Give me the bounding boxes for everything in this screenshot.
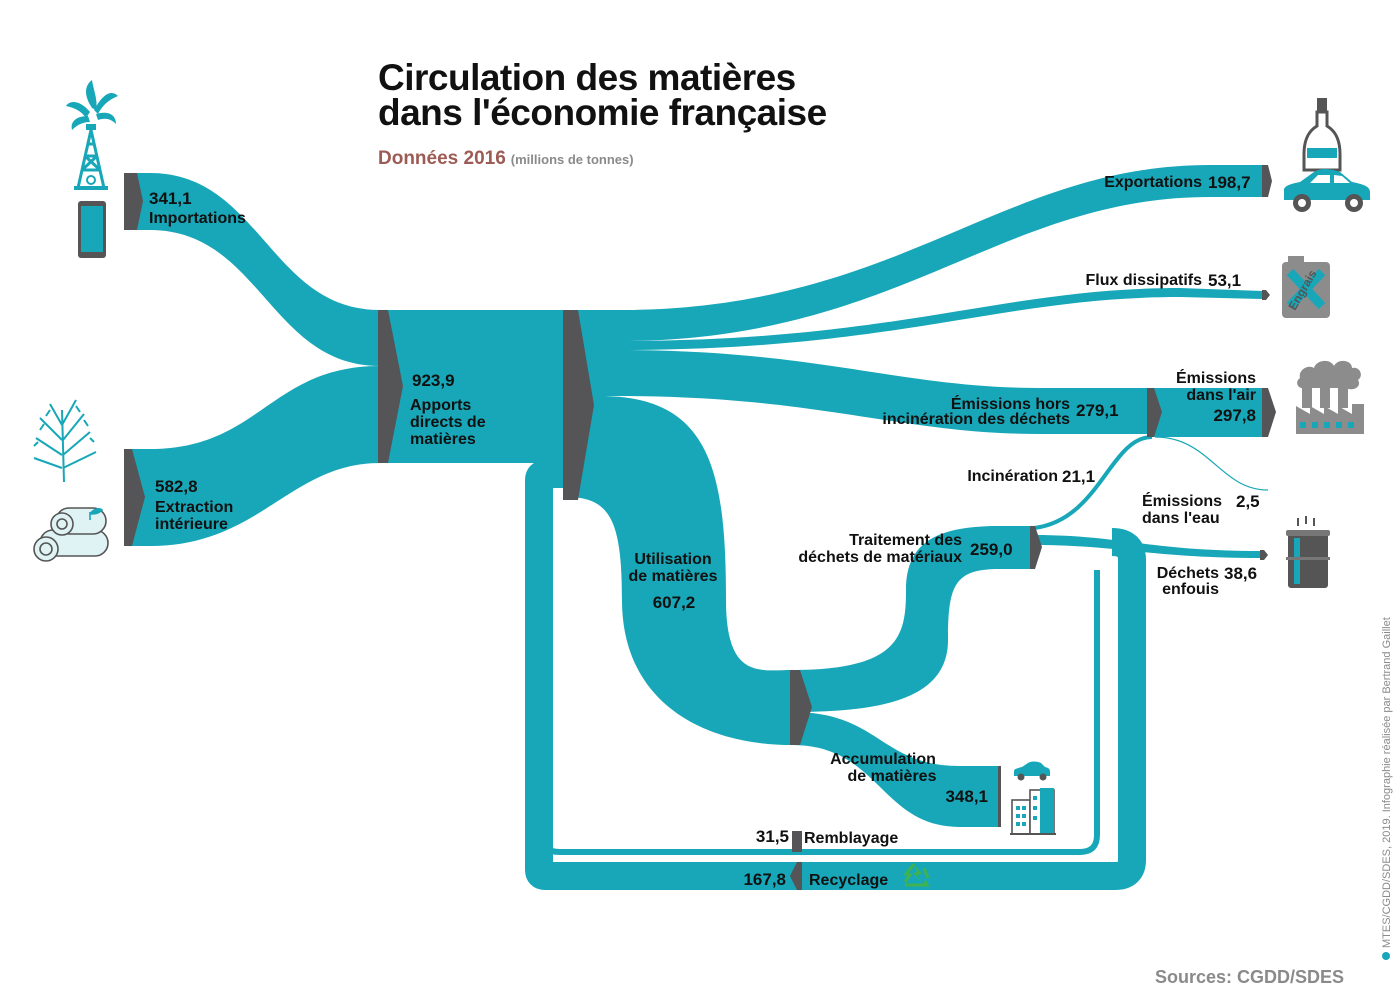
- node-extraction: [124, 449, 145, 546]
- title-line-2: dans l'économie française: [378, 92, 827, 133]
- flow-emissions-hors: [566, 350, 1150, 434]
- plant-icon: [33, 399, 97, 483]
- remblayage-value: 31,5: [756, 827, 789, 846]
- node-markers: [124, 165, 1276, 890]
- dechets-label-1: Déchets: [1157, 565, 1219, 582]
- node-recyclage: [790, 862, 802, 890]
- recyclage-label: Recyclage: [809, 872, 888, 889]
- logs-icon: [33, 507, 109, 562]
- importations-value: 341,1: [149, 189, 192, 208]
- dechets-value: 38,6: [1224, 564, 1257, 583]
- dissipatifs-label: Flux dissipatifs: [1086, 272, 1203, 289]
- small-car-icon: [1014, 761, 1050, 781]
- apports-label-1: Apports: [410, 397, 471, 414]
- emissions-hors-label-1: Émissions hors: [951, 394, 1070, 413]
- importations-label: Importations: [149, 210, 246, 227]
- emissions-eau-label-2: dans l'eau: [1142, 510, 1220, 527]
- credit-dot: [1382, 952, 1390, 960]
- barrel-icon: [1286, 516, 1330, 588]
- accumulation-label-1: Accumulation: [830, 751, 936, 768]
- apports-label-3: matières: [410, 431, 476, 448]
- emissions-hors-label-2: incinération des déchets: [882, 411, 1070, 428]
- flow-bands: [124, 165, 1269, 890]
- remblayage-label: Remblayage: [804, 830, 898, 847]
- flow-traitement: [990, 526, 1032, 569]
- flow-exportations: [566, 165, 1262, 341]
- incineration-value: 21,1: [1062, 467, 1095, 486]
- flow-accumulation: [792, 712, 1000, 827]
- flow-dissipatifs: [566, 288, 1262, 350]
- subtitle-year: Données 2016: [378, 148, 506, 169]
- exportations-value: 198,7: [1208, 173, 1251, 192]
- emissions-hors-value: 279,1: [1076, 401, 1119, 420]
- utilisation-value: 607,2: [653, 593, 696, 612]
- emissions-eau-label-1: Émissions: [1142, 491, 1222, 510]
- traitement-label-2: déchets de matériaux: [798, 549, 962, 566]
- oil-well-icon: [66, 80, 118, 190]
- apports-label-2: directs de: [410, 414, 486, 431]
- flow-traitement-from-utilisation: [792, 526, 1032, 712]
- recycle-icon: [903, 863, 930, 887]
- node-split: [563, 310, 594, 500]
- node-exportations: [1262, 165, 1272, 197]
- apports-value: 923,9: [412, 371, 455, 390]
- dechets-label-2: enfouis: [1162, 581, 1219, 598]
- utilisation-label-1: Utilisation: [634, 551, 711, 568]
- recyclage-value: 167,8: [743, 870, 786, 889]
- dissipatifs-value: 53,1: [1208, 271, 1241, 290]
- extraction-label-2: intérieure: [155, 516, 228, 533]
- factory-icon: [1296, 360, 1364, 434]
- node-traitement: [1030, 526, 1042, 569]
- bottle-icon: [1302, 98, 1342, 172]
- traitement-label-1: Traitement des: [849, 532, 962, 549]
- node-accumulation: [998, 766, 1001, 827]
- accumulation-label-2: de matières: [848, 768, 937, 785]
- smartphone-icon: [78, 201, 106, 258]
- node-apports: [378, 310, 403, 463]
- node-utilisation: [790, 670, 812, 745]
- flow-recyclage: [525, 460, 1146, 890]
- node-emissions-hors: [1147, 388, 1162, 437]
- flow-utilisation: [566, 396, 792, 745]
- flow-emissions-air: [1150, 388, 1262, 437]
- accumulation-value: 348,1: [945, 787, 988, 806]
- credit-text: MTES/CGDD/SDES, 2019. Infographie réalis…: [1381, 617, 1393, 948]
- exportations-label: Exportations: [1104, 174, 1202, 191]
- subtitle: Données 2016 (millions de tonnes): [378, 148, 634, 169]
- utilisation-label-2: de matières: [629, 568, 718, 585]
- emissions-air-label-2: dans l'air: [1186, 387, 1256, 404]
- emissions-eau-value: 2,5: [1236, 492, 1260, 511]
- flow-apports: [380, 310, 566, 463]
- flow-incineration: [1033, 435, 1153, 530]
- node-emissions-air: [1262, 388, 1276, 437]
- subtitle-unit: (millions de tonnes): [511, 152, 634, 167]
- credit-note: MTES/CGDD/SDES, 2019. Infographie réalis…: [1381, 617, 1393, 960]
- node-dissipatifs: [1262, 290, 1270, 300]
- city-buildings-icon: [1010, 788, 1056, 835]
- fertilizer-can-icon: Engrais: [1282, 256, 1330, 318]
- extraction-label-1: Extraction: [155, 499, 233, 516]
- title-line-1: Circulation des matières: [378, 57, 796, 98]
- incineration-label: Incinération: [967, 468, 1058, 485]
- extraction-value: 582,8: [155, 477, 198, 496]
- emissions-air-value: 297,8: [1213, 406, 1256, 425]
- flow-importations: [124, 173, 380, 366]
- car-icon: [1284, 169, 1370, 212]
- emissions-air-label-1: Émissions: [1176, 368, 1256, 387]
- flow-dechets-enfouis: [1034, 535, 1262, 558]
- node-importations: [124, 173, 143, 230]
- flow-emissions-eau: [1154, 436, 1269, 491]
- node-remblayage: [792, 831, 802, 852]
- traitement-value: 259,0: [970, 540, 1013, 559]
- flow-extraction: [124, 366, 380, 546]
- node-dechets-enfouis: [1260, 550, 1268, 560]
- source-note: Sources: CGDD/SDES: [1155, 967, 1344, 987]
